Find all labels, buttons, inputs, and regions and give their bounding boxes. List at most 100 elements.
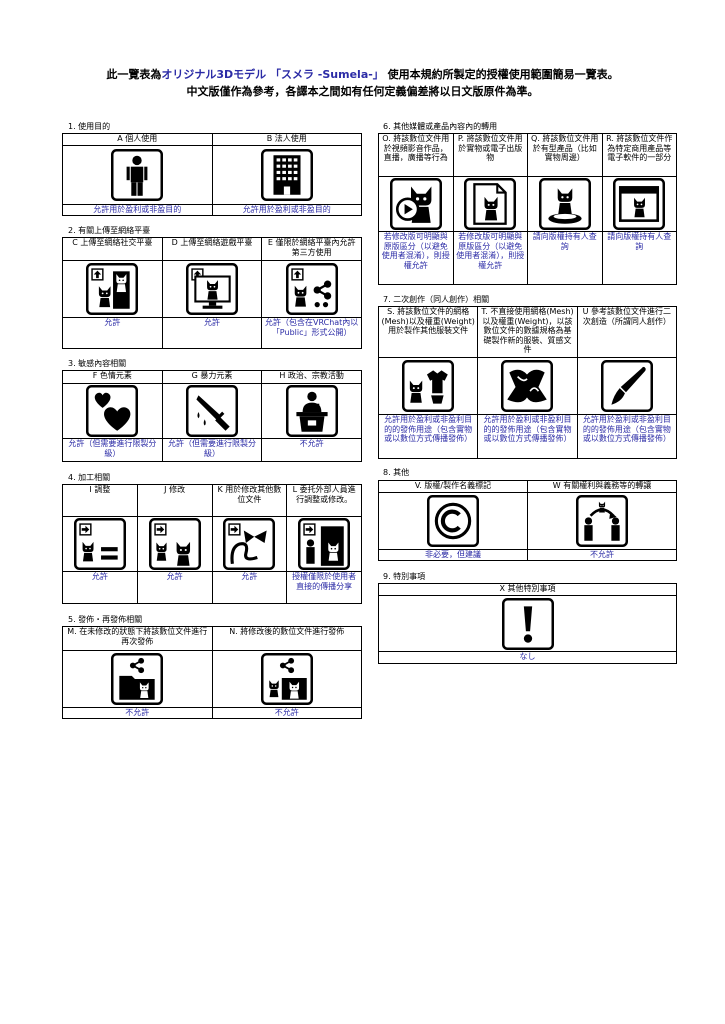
title-prefix: 此一覽表為 bbox=[106, 68, 162, 81]
transfer-icon bbox=[576, 495, 628, 547]
icon-cell-s bbox=[377, 357, 479, 415]
result-h: 不允許 bbox=[261, 438, 362, 462]
icon-cell-j bbox=[136, 516, 213, 572]
header-j-modify: J 修改 bbox=[136, 484, 213, 517]
outsource-icon bbox=[298, 518, 351, 570]
header-n-distribute-modified: N. 將修改後的數位文件進行發佈 bbox=[211, 626, 362, 651]
result-u: 允許用於盈利或非盈利目的的發佈用途（包含實物或以數位方式傳播發佈） bbox=[576, 414, 678, 459]
section-heading-special: 9. 特別事項 bbox=[383, 572, 426, 581]
result-l: 授權僅限於使用者直接的傳播分享 bbox=[286, 571, 362, 604]
hearts-icon bbox=[86, 385, 139, 437]
result-n: 不允許 bbox=[211, 707, 362, 719]
result-j: 允許 bbox=[136, 571, 213, 604]
header-v-credit: V. 版權/製作名義標記 bbox=[378, 480, 528, 493]
title-suffix: 使用本規約所製定的授權使用範圍簡易一覽表。 bbox=[383, 68, 619, 81]
section-heading-distribution: 5. 發佈・再發佈相關 bbox=[68, 615, 143, 624]
header-x-special: X 其他特別事項 bbox=[378, 583, 677, 596]
game-upload-icon bbox=[185, 263, 238, 315]
header-u-fan-creation: U 參考該數位文件進行二次創造（所謂同人創作） bbox=[576, 306, 678, 358]
result-a: 允許用於盈利或非盈目的 bbox=[62, 204, 213, 216]
header-a-personal: A 個人使用 bbox=[62, 133, 213, 146]
icon-cell-n bbox=[211, 650, 362, 708]
header-o-video: O. 將該數位文件用於視頻影音作品，直播，廣播等行為 bbox=[378, 133, 454, 177]
section-heading-processing: 4. 加工相關 bbox=[68, 473, 111, 482]
header-p-publication: P. 將該數位文件用於實物或電子出版物 bbox=[452, 133, 528, 177]
icon-cell-v bbox=[378, 492, 528, 550]
software-icon bbox=[613, 178, 666, 230]
icon-cell-l bbox=[286, 516, 362, 572]
table-distribution: M. 在未修改的狀態下將該數位文件進行再次發佈 N. 將修改後的數位文件進行發佈… bbox=[62, 626, 362, 719]
header-c-social: C 上傳至網絡社交平臺 bbox=[62, 237, 163, 261]
icon-cell-k bbox=[211, 516, 288, 572]
icon-cell-q bbox=[527, 176, 603, 232]
result-t: 允許用於盈利或非盈利目的的發佈用途（包含實物或以數位方式傳播發佈） bbox=[477, 414, 578, 459]
icon-cell-b bbox=[211, 145, 362, 205]
table-derivative: S. 將該數位文件的網格(Mesh)以及權重(Weight)用於製作其他服裝文件… bbox=[377, 306, 678, 459]
section-heading-derivative: 7. 二次創作（同人創作）相關 bbox=[383, 295, 490, 304]
icon-cell-f bbox=[62, 383, 163, 439]
table-others: V. 版權/製作名義標記 W 有關權利與義務等的轉讓 非必要，但建議 不允許 bbox=[378, 480, 677, 561]
result-f: 允許（但需要進行限製分級） bbox=[62, 438, 163, 462]
icon-cell-d bbox=[161, 260, 263, 318]
modify-icon bbox=[148, 518, 201, 570]
table-processing: I 調整 J 修改 K 用於修改其他數位文件 L 委托外部人員進行調整或修改。 bbox=[62, 484, 362, 604]
result-e: 允許（包含在VRChat內以「Public」形式公開） bbox=[261, 317, 362, 349]
share-upload-icon bbox=[285, 263, 338, 315]
header-m-redistribute: M. 在未修改的狀態下將該數位文件進行再次發佈 bbox=[62, 626, 213, 651]
table-other-media: O. 將該數位文件用於視頻影音作品，直播，廣播等行為 P. 將該數位文件用於實物… bbox=[378, 133, 677, 285]
header-h-political: H 政治、宗教活動 bbox=[261, 370, 362, 384]
result-x: なし bbox=[378, 651, 677, 664]
table-usage-purpose: A 個人使用 B 法人使用 允許用於盈利或非盈目的 允許用於盈利或非盈目的 bbox=[62, 133, 362, 216]
icon-cell-e bbox=[261, 260, 362, 318]
podium-icon bbox=[285, 385, 338, 437]
result-s: 允許用於盈利或非盈利目的的發佈用途（包含實物或以數位方式傳播發佈） bbox=[377, 414, 479, 459]
icon-cell-m bbox=[62, 650, 213, 708]
merch-icon bbox=[538, 178, 591, 230]
header-w-transfer: W 有關權利與義務等的轉讓 bbox=[527, 480, 677, 493]
social-upload-icon bbox=[86, 263, 139, 315]
page-title: 此一覽表為オリジナル3Dモデル 「スメラ -Sumela-」 使用本規約所製定的… bbox=[0, 68, 725, 82]
header-r-software: R. 將該數位文件作為特定商用產品等電子軟件的一部分 bbox=[601, 133, 677, 177]
copyright-icon bbox=[427, 495, 479, 547]
mesh-clothing-icon bbox=[402, 360, 455, 412]
icon-cell-a bbox=[62, 145, 213, 205]
result-g: 允許（但需要進行限製分級） bbox=[161, 438, 263, 462]
icon-cell-w bbox=[527, 492, 677, 550]
header-k-modify-other: K 用於修改其他數位文件 bbox=[211, 484, 288, 517]
header-t-new-clothing: T. 不直接使用網格(Mesh)以及權重(Weight)，以該數位文件的數據規格… bbox=[477, 306, 578, 358]
table-upload: C 上傳至網絡社交平臺 D 上傳至網絡遊戲平臺 E 僅限於網絡平臺內允許第三方使… bbox=[62, 237, 362, 349]
result-k: 允許 bbox=[211, 571, 288, 604]
header-s-mesh-clothing: S. 將該數位文件的網格(Mesh)以及權重(Weight)用於製作其他服裝文件 bbox=[377, 306, 479, 358]
section-heading-usage-purpose: 1. 使用目的 bbox=[68, 122, 111, 131]
header-e-third-party: E 僅限於網絡平臺內允許第三方使用 bbox=[261, 237, 362, 261]
header-q-merchandise: Q. 將該數位文件用於有型產品（比如實物周邊） bbox=[527, 133, 603, 177]
icon-cell-r bbox=[601, 176, 677, 232]
texture-icon bbox=[501, 360, 554, 412]
result-w: 不允許 bbox=[527, 549, 677, 561]
icon-cell-x bbox=[378, 595, 677, 652]
icon-cell-o bbox=[378, 176, 454, 232]
section-heading-other-media: 6. 其他媒體或產品內容內的轉用 bbox=[383, 122, 498, 131]
modify-other-icon bbox=[223, 518, 276, 570]
table-special: X 其他特別事項 なし bbox=[378, 583, 677, 664]
result-d: 允許 bbox=[161, 317, 263, 349]
section-heading-upload: 2. 有關上傳至網絡平臺 bbox=[68, 226, 151, 235]
result-v: 非必要，但建議 bbox=[378, 549, 528, 561]
building-icon bbox=[260, 149, 313, 201]
icon-cell-p bbox=[452, 176, 528, 232]
video-icon bbox=[389, 178, 442, 230]
result-c: 允許 bbox=[62, 317, 163, 349]
table-sensitive: F 色情元素 G 暴力元素 H 政治、宗教活動 允許（但需要進行限製分級） 允許 bbox=[62, 370, 362, 462]
brush-icon bbox=[600, 360, 653, 412]
result-q: 請向版權持有人查詢 bbox=[527, 231, 603, 285]
header-g-violence: G 暴力元素 bbox=[161, 370, 263, 384]
document-icon bbox=[464, 178, 517, 230]
redistribute-modified-icon bbox=[260, 653, 313, 705]
header-d-game: D 上傳至網絡遊戲平臺 bbox=[161, 237, 263, 261]
header-i-adjust: I 調整 bbox=[62, 484, 138, 517]
icon-cell-g bbox=[161, 383, 263, 439]
result-p: 若修改版可明顯與原版區分（以避免使用者混淆），則授權允許 bbox=[452, 231, 528, 285]
knife-icon bbox=[185, 385, 238, 437]
result-r: 請向版權持有人查詢 bbox=[601, 231, 677, 285]
header-l-outsource: L 委托外部人員進行調整或修改。 bbox=[286, 484, 362, 517]
